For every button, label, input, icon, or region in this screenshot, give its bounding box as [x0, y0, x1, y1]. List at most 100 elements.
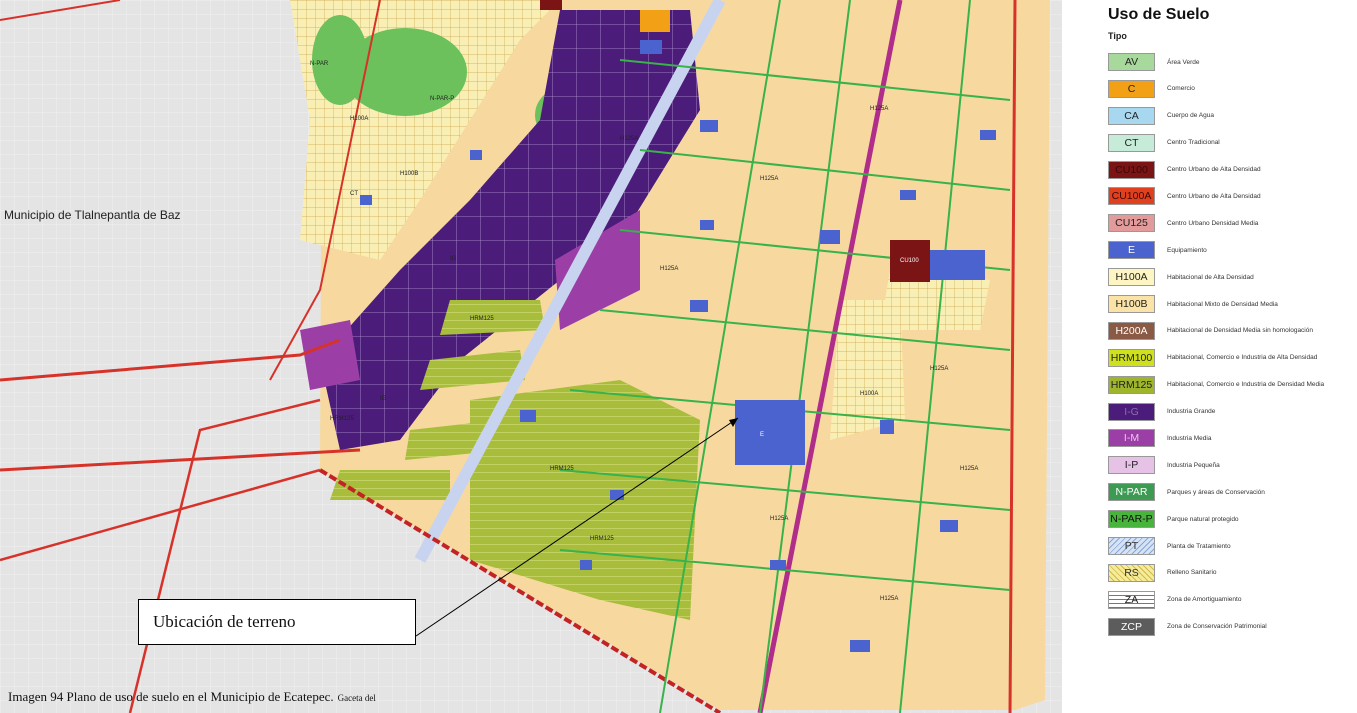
legend-label: Industria Grande: [1167, 408, 1216, 416]
legend-swatch: CU100A: [1108, 187, 1155, 206]
legend-swatch: I-M: [1108, 429, 1155, 448]
legend-label: Habitacional de Alta Densidad: [1167, 273, 1254, 281]
municipal-border: [318, 468, 722, 713]
svg-text:H100B: H100B: [400, 171, 418, 177]
main-road: [0, 338, 341, 382]
legend-item-hrm100: HRM100 Habitacional, Comercio e Industria…: [1108, 346, 1324, 370]
legend-item-za: ZA Zona de Amortiguamiento: [1108, 588, 1324, 612]
hrm125-strip: [440, 300, 545, 335]
legend-swatch: ZA: [1108, 590, 1155, 609]
svg-text:H125A: H125A: [870, 106, 888, 112]
svg-text:H125A: H125A: [620, 136, 638, 142]
legend-swatch: HRM100: [1108, 348, 1155, 367]
legend-label: Relleno Sanitario: [1167, 569, 1217, 577]
figure-caption: Imagen 94 Plano de uso de suelo en el Mu…: [8, 689, 376, 705]
legend-label: Comercio: [1167, 85, 1195, 93]
land-use-map[interactable]: H125A H125A H125A H125A H125A H125A H125…: [0, 0, 1062, 713]
legend-subtitle: Tipo: [1108, 31, 1127, 41]
legend-item-i-g: I-G Industria Grande: [1108, 400, 1324, 424]
legend-swatch: HRM125: [1108, 375, 1155, 394]
cu100-block: [890, 240, 930, 282]
svg-text:HRM125: HRM125: [330, 416, 354, 422]
industry-medium-zone: [300, 320, 360, 390]
svg-text:HRM125: HRM125: [470, 316, 494, 322]
equipment-blocks: [360, 40, 996, 652]
legend-swatch: ZCP: [1108, 617, 1155, 636]
legend-swatch: RS: [1108, 563, 1155, 582]
n-par-park: [312, 15, 368, 105]
legend-item-hrm125: HRM125 Habitacional, Comercio e Industria…: [1108, 373, 1324, 397]
legend-swatch: H100B: [1108, 295, 1155, 314]
legend-item-i-p: I-P Industria Pequeña: [1108, 453, 1324, 477]
legend-item-n-par-p: N-PAR-P Parque natural protegido: [1108, 507, 1324, 531]
legend-label: Planta de Tratamiento: [1167, 542, 1231, 550]
legend-label: Parque natural protegido: [1167, 515, 1239, 523]
legend-swatch: H100A: [1108, 268, 1155, 287]
legend-label: Zona de Amortiguamiento: [1167, 596, 1242, 604]
svg-text:H125A: H125A: [760, 176, 778, 182]
legend-item-zcp: ZCP Zona de Conservación Patrimonial: [1108, 615, 1324, 639]
legend-label: Zona de Conservación Patrimonial: [1167, 623, 1267, 631]
legend-swatch: I-P: [1108, 456, 1155, 475]
svg-text:HRM125: HRM125: [590, 536, 614, 542]
legend-label: Centro Urbano de Alta Densidad: [1167, 166, 1261, 174]
svg-text:H125A: H125A: [770, 516, 788, 522]
legend-label: Centro Urbano Densidad Media: [1167, 219, 1259, 227]
zone-labels: H125A H125A H125A H125A H125A H125A H125…: [310, 61, 978, 602]
legend-label: Industria Pequeña: [1167, 461, 1220, 469]
legend-item-i-m: I-M Industria Media: [1108, 426, 1324, 450]
legend-item-c: C Comercio: [1108, 77, 1324, 101]
caption-text: Imagen 94 Plano de uso de suelo en el Mu…: [8, 689, 334, 704]
legend-label: Centro Urbano de Alta Densidad: [1167, 192, 1261, 200]
legend-title: Uso de Suelo: [1108, 6, 1210, 23]
legend-swatch: N-PAR-P: [1108, 510, 1155, 529]
svg-text:N-PAR-P: N-PAR-P: [430, 96, 454, 102]
commerce-block: [640, 10, 670, 32]
svg-text:CT: CT: [350, 191, 358, 197]
svg-text:H100A: H100A: [350, 116, 368, 122]
map-canvas: H125A H125A H125A H125A H125A H125A H125…: [0, 0, 1062, 713]
industrial-zone-ig: [320, 10, 700, 450]
legend-label: Habitacional de Densidad Media sin homol…: [1167, 327, 1313, 335]
avenue: [757, 0, 903, 713]
svg-text:CU100: CU100: [900, 258, 919, 264]
legend-item-cu125: CU125 Centro Urbano Densidad Media: [1108, 211, 1324, 235]
industry-medium-zone-2: [555, 210, 640, 330]
svg-text:H125A: H125A: [960, 466, 978, 472]
callout-pointer: [415, 417, 739, 637]
legend-swatch: CU125: [1108, 214, 1155, 233]
legend-swatch: H200A: [1108, 321, 1155, 340]
svg-text:HRM125: HRM125: [550, 466, 574, 472]
svg-text:H125A: H125A: [930, 366, 948, 372]
legend-item-h200a: H200A Habitacional de Densidad Media sin …: [1108, 319, 1324, 343]
legend-label: Área Verde: [1167, 58, 1200, 66]
legend-item-cu100: CU100 Centro Urbano de Alta Densidad: [1108, 158, 1324, 182]
site-location-callout: Ubicación de terreno: [138, 599, 416, 645]
legend-label: Industria Media: [1167, 434, 1212, 442]
legend-label: Habitacional, Comercio e Industria de Al…: [1167, 354, 1318, 362]
legend-swatch: C: [1108, 79, 1155, 98]
municipality-label: Municipio de Tlalnepantla de Baz: [4, 208, 181, 222]
svg-text:IG: IG: [450, 256, 457, 262]
legend-label: Parques y áreas de Conservación: [1167, 488, 1265, 496]
h100a-zone-ne: [880, 270, 990, 330]
legend-label: Equipamiento: [1167, 246, 1207, 254]
legend-swatch: CT: [1108, 133, 1155, 152]
internal-streets: [559, 0, 1011, 713]
n-par-p-park: [343, 28, 467, 116]
legend-swatch: I-G: [1108, 402, 1155, 421]
svg-text:H125A: H125A: [660, 266, 678, 272]
legend-swatch: CA: [1108, 106, 1155, 125]
legend-item-cu100a: CU100A Centro Urbano de Alta Densidad: [1108, 184, 1324, 208]
svg-text:IG: IG: [380, 396, 387, 402]
legend-swatch: CU100: [1108, 160, 1155, 179]
legend-label: Habitacional, Comercio e Industria de De…: [1167, 381, 1325, 389]
